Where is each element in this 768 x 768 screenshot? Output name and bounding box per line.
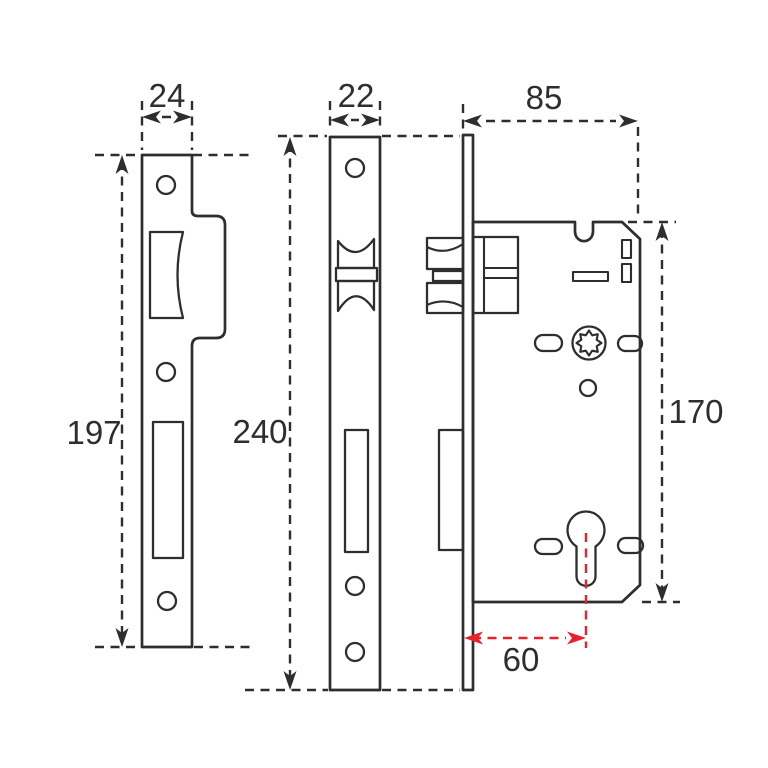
label-faceplate-height: 240 bbox=[232, 413, 287, 450]
faceplate-latchbolt-top bbox=[336, 237, 376, 270]
strike-plate-view bbox=[140, 153, 227, 649]
latchbolt-top-bevel-curve bbox=[426, 243, 464, 252]
dimension-lines-black bbox=[95, 101, 680, 692]
fixing-slot-horizontal bbox=[571, 270, 610, 283]
faceplate-screw-hole-bottom bbox=[344, 641, 366, 663]
latchbolt-bottom-bevel-curve bbox=[426, 300, 464, 308]
strike-plate-outline bbox=[140, 153, 227, 649]
dimension-labels: 24 22 85 197 240 170 60 bbox=[66, 77, 723, 678]
latchbolt-top-piece bbox=[425, 236, 465, 271]
faceplate-latchbolt-bottom bbox=[336, 279, 376, 313]
label-lock-body-height: 170 bbox=[668, 393, 723, 430]
oval-hole-low-right bbox=[616, 536, 645, 555]
faceplate-deadbolt-slot bbox=[343, 428, 370, 554]
strike-screw-hole-top bbox=[155, 174, 177, 196]
arrow-240-down bbox=[283, 671, 297, 690]
arrow-24-right bbox=[173, 110, 192, 124]
lock-body-view bbox=[425, 133, 645, 692]
dim-85-extensions bbox=[461, 104, 640, 217]
oval-hole-mid-right bbox=[616, 334, 644, 353]
small-fixing-hole bbox=[578, 378, 598, 398]
latchbolt-band bbox=[431, 269, 465, 283]
arrow-85-left bbox=[463, 114, 482, 128]
latchbolt-bottom-piece bbox=[425, 281, 465, 315]
arrow-24-left bbox=[142, 110, 161, 124]
strike-latch-opening bbox=[148, 230, 185, 320]
lock-case-outline bbox=[471, 220, 642, 604]
faceplate-view bbox=[328, 135, 382, 692]
dim-22-extensions bbox=[328, 101, 382, 131]
arrow-22-right bbox=[361, 113, 380, 127]
arrowheads-red bbox=[464, 631, 586, 645]
deadbolt-side bbox=[437, 428, 465, 552]
label-faceplate-width: 22 bbox=[338, 77, 375, 114]
arrow-85-right bbox=[619, 114, 638, 128]
arrow-197-down bbox=[115, 628, 129, 647]
faceplate-screw-hole-mid bbox=[344, 575, 366, 597]
strike-deadbolt-opening bbox=[151, 420, 185, 560]
arrow-60-left bbox=[464, 631, 483, 645]
arrowheads-black bbox=[115, 110, 669, 690]
arrow-22-left bbox=[330, 113, 349, 127]
dim-24-extensions bbox=[140, 101, 194, 150]
faceplate-outline bbox=[328, 135, 382, 692]
label-strike-width: 24 bbox=[149, 77, 186, 114]
label-strike-height: 197 bbox=[66, 414, 121, 451]
lock-faceplate-strip bbox=[461, 133, 475, 692]
fixing-slot-vertical-2 bbox=[620, 262, 633, 284]
arrow-60-right bbox=[567, 631, 586, 645]
oval-hole-mid-left bbox=[533, 333, 564, 353]
part-outlines bbox=[140, 133, 645, 692]
handle-follower-circle bbox=[571, 325, 607, 361]
handle-follower-star bbox=[575, 329, 603, 357]
dimension-lines-red bbox=[472, 533, 588, 648]
latch-housing bbox=[471, 235, 520, 315]
label-lock-body-depth: 85 bbox=[526, 79, 563, 116]
arrow-197-up bbox=[115, 155, 129, 174]
arrow-170-down bbox=[655, 583, 669, 602]
faceplate-latchbolt-band bbox=[334, 266, 379, 283]
arrow-170-up bbox=[655, 222, 669, 241]
oval-hole-low-left bbox=[533, 537, 564, 556]
fixing-slot-vertical-1 bbox=[620, 238, 633, 260]
arrow-240-up bbox=[283, 137, 297, 156]
label-backset: 60 bbox=[503, 641, 540, 678]
strike-screw-hole-middle bbox=[155, 361, 177, 383]
faceplate-screw-hole-top bbox=[344, 157, 366, 179]
strike-screw-hole-bottom bbox=[156, 590, 178, 612]
